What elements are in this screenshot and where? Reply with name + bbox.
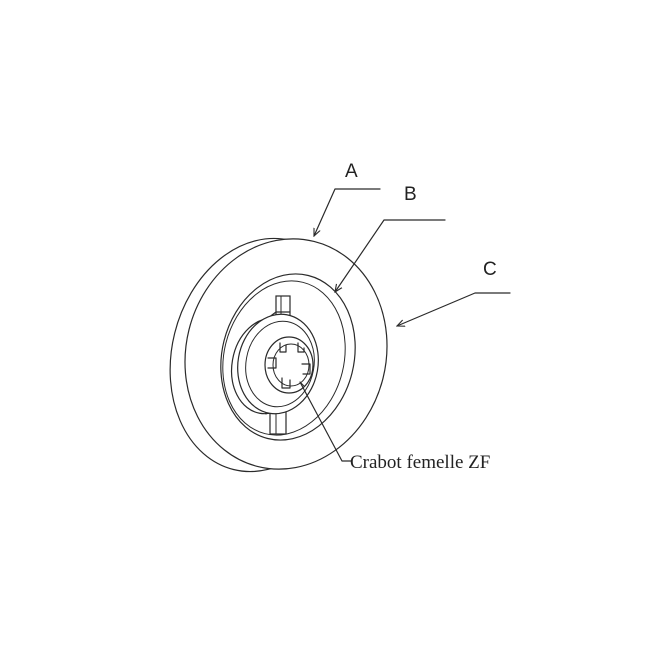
callout-c: C (483, 259, 497, 280)
tyre-inner-groove (222, 280, 346, 436)
leader-line-a (313, 188, 381, 236)
hub-flange-inner (245, 320, 315, 408)
tyre-inner-rim (220, 273, 356, 441)
part-caption: Crabot femelle ZF (350, 452, 490, 473)
leader-line-c (397, 292, 511, 326)
crabot-coupling (264, 336, 314, 394)
callout-a: A (345, 161, 358, 182)
leader-line-part (299, 381, 353, 462)
leader-line-b (335, 219, 446, 292)
callout-b: B (404, 184, 417, 205)
